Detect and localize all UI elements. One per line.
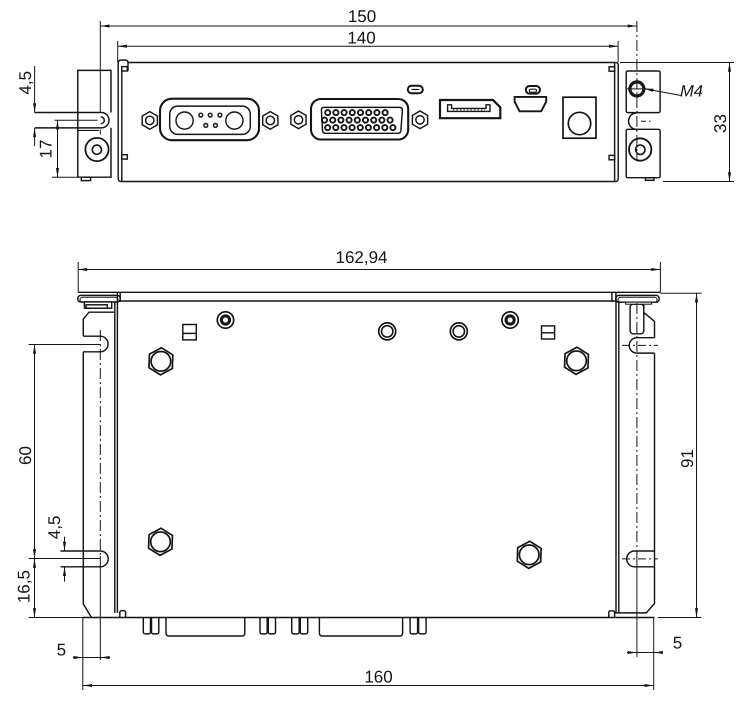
svg-text:M4: M4 xyxy=(680,83,703,101)
svg-text:160: 160 xyxy=(364,667,392,686)
svg-text:91: 91 xyxy=(678,449,697,468)
svg-text:5: 5 xyxy=(673,634,682,653)
svg-text:16,5: 16,5 xyxy=(15,570,34,603)
svg-text:140: 140 xyxy=(347,29,375,48)
svg-text:4,5: 4,5 xyxy=(16,71,35,95)
svg-text:33: 33 xyxy=(711,114,730,133)
svg-text:60: 60 xyxy=(16,446,35,465)
svg-text:150: 150 xyxy=(348,7,376,26)
svg-text:4,5: 4,5 xyxy=(45,516,64,540)
svg-text:5: 5 xyxy=(57,641,66,660)
svg-text:17: 17 xyxy=(37,140,56,159)
svg-text:162,94: 162,94 xyxy=(336,248,388,267)
